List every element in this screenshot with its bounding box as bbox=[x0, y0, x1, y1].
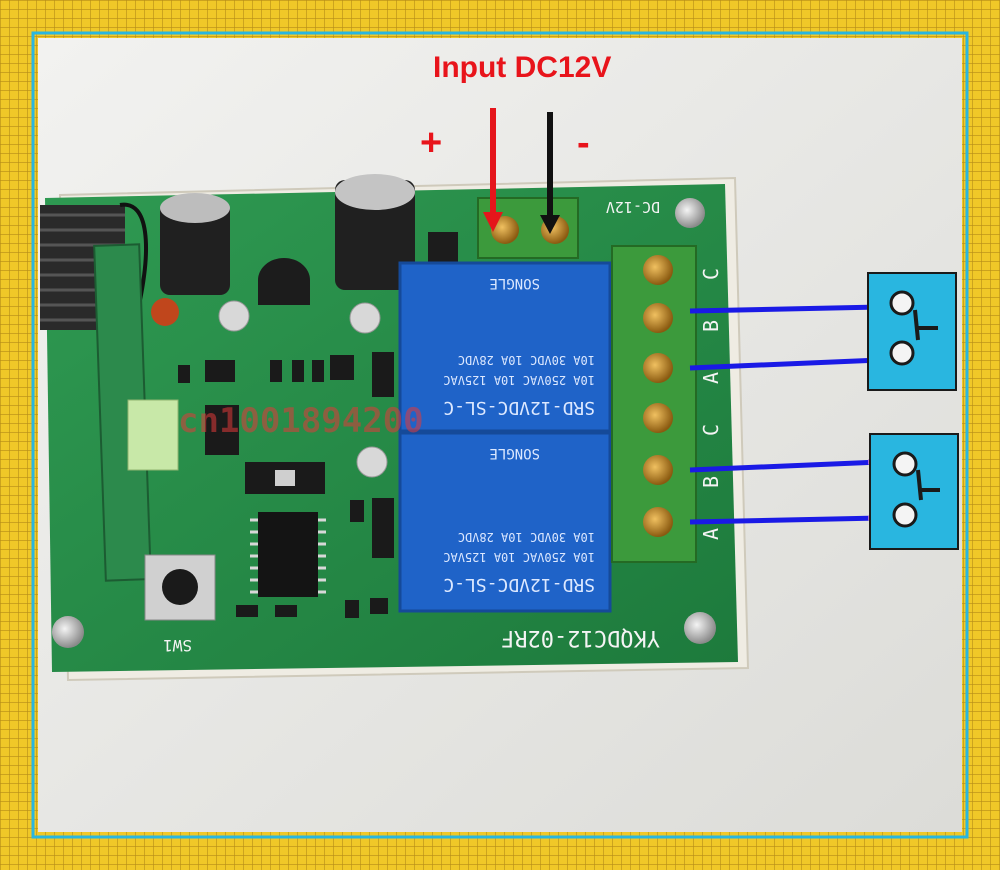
minus-sign: - bbox=[577, 122, 590, 164]
relay-1: SRD-12VDC-SL-C 10A 250VAC 10A 125VAC 10A… bbox=[398, 261, 612, 433]
frame-inner-line bbox=[31, 31, 969, 839]
relay-2-model: SRD-12VDC-SL-C bbox=[443, 574, 595, 595]
relay-1-rating-1: 10A 250VAC 10A 125VAC bbox=[443, 373, 595, 387]
reset-button-sw1[interactable] bbox=[144, 554, 216, 621]
terminal-label: C bbox=[699, 424, 723, 436]
led-icon bbox=[349, 302, 381, 334]
smd-components bbox=[178, 352, 394, 618]
capacitor-right bbox=[335, 174, 415, 290]
main-ic-chip bbox=[250, 512, 326, 597]
input-title: Input DC12V bbox=[433, 51, 611, 84]
terminal-labels: C B A C B A bbox=[699, 268, 723, 540]
terminal-label: B bbox=[699, 320, 723, 332]
switch-icon bbox=[869, 433, 959, 550]
output-terminal-block bbox=[611, 245, 697, 563]
relay-1-brand: SONGLE bbox=[489, 275, 540, 291]
relay-2-brand: SONGLE bbox=[489, 445, 540, 461]
inductor-icon bbox=[151, 298, 179, 326]
relay-1-model: SRD-12VDC-SL-C bbox=[443, 397, 595, 418]
relay-2-rating-2: 10A 30VDC 10A 28VDC bbox=[458, 530, 595, 544]
capacitor-left bbox=[160, 193, 230, 295]
module-connector bbox=[127, 399, 179, 471]
terminal-label: A bbox=[699, 372, 723, 384]
mount-screw-icon bbox=[684, 612, 716, 644]
diode-d3 bbox=[428, 232, 458, 262]
relay-1-rating-2: 10A 30VDC 10A 28VDC bbox=[458, 353, 595, 367]
voltage-regulator bbox=[258, 258, 310, 305]
plus-sign: + bbox=[420, 122, 442, 164]
led-icon bbox=[218, 300, 250, 332]
terminal-label: A bbox=[699, 528, 723, 540]
terminal-label: C bbox=[699, 268, 723, 280]
led-icon bbox=[356, 446, 388, 478]
arrow-down-icon bbox=[483, 212, 503, 232]
mount-screw-icon bbox=[675, 198, 705, 228]
relay-2-rating-1: 10A 250VAC 10A 125VAC bbox=[443, 550, 595, 564]
relay-2: SRD-12VDC-SL-C 10A 250VAC 10A 125VAC 10A… bbox=[398, 431, 612, 613]
mount-screw-icon bbox=[52, 616, 84, 648]
watermark-text: cn1001894200 bbox=[178, 401, 424, 441]
board-model: YKQDC12-02RF bbox=[501, 625, 660, 650]
output-wires bbox=[689, 304, 881, 525]
power-label: DC-12V bbox=[606, 198, 660, 216]
switch-icon bbox=[867, 272, 957, 391]
button-label: SW1 bbox=[163, 636, 192, 655]
arrow-down-icon bbox=[540, 215, 560, 234]
terminal-label: B bbox=[699, 476, 723, 488]
